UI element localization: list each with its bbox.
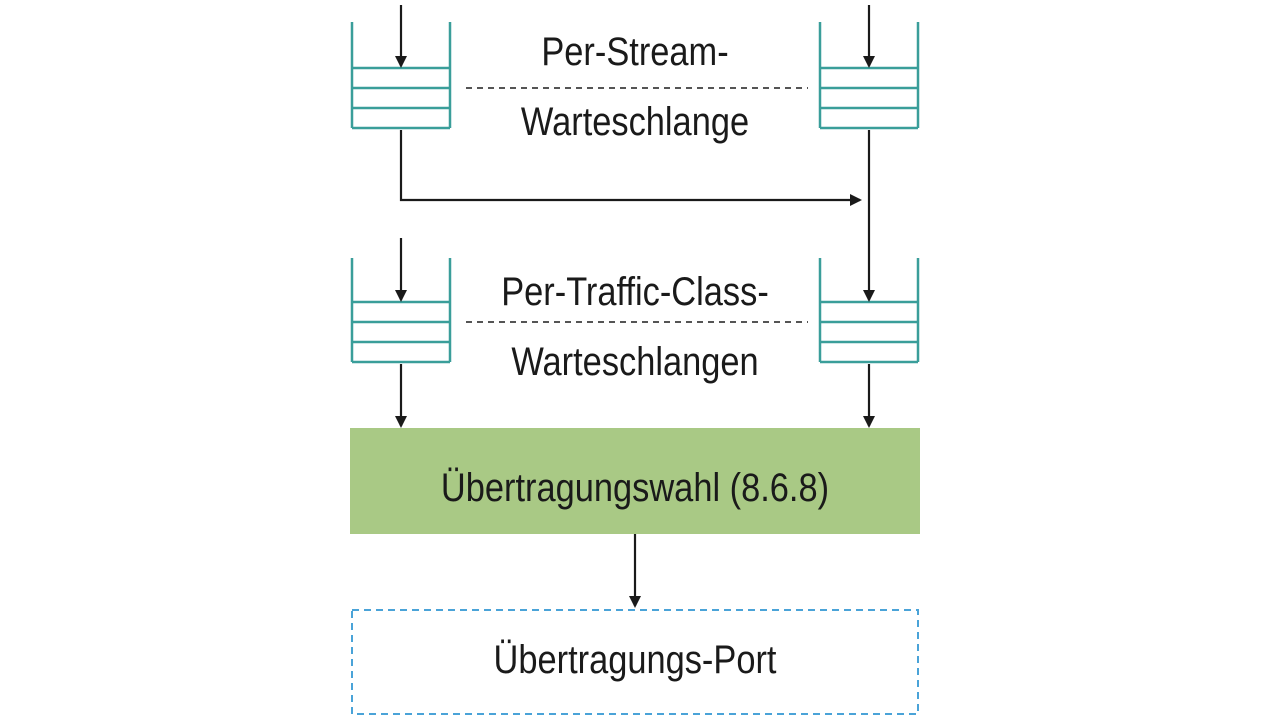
stream-queue-left xyxy=(350,22,452,130)
transmission-port-box xyxy=(351,609,919,715)
transmission-selection-box xyxy=(350,428,920,534)
traffic-class-queues-label-line1: Per-Traffic-Class- xyxy=(501,270,769,314)
traffic-class-queue-right xyxy=(818,258,920,364)
traffic-class-queue-left xyxy=(350,258,452,364)
transmission-port-label: Übertragungs-Port xyxy=(493,638,777,682)
arrow-stream-left-to-right xyxy=(399,130,862,206)
per-stream-queue-label-line1: Per-Stream- xyxy=(541,30,729,74)
per-stream-queue-label-line2: Warteschlange xyxy=(520,100,750,144)
traffic-class-queues-label-line2: Warteschlangen xyxy=(511,340,759,384)
stream-queue-right xyxy=(818,22,920,130)
transmission-selection-label: Übertragungswahl (8.6.8) xyxy=(440,466,830,510)
